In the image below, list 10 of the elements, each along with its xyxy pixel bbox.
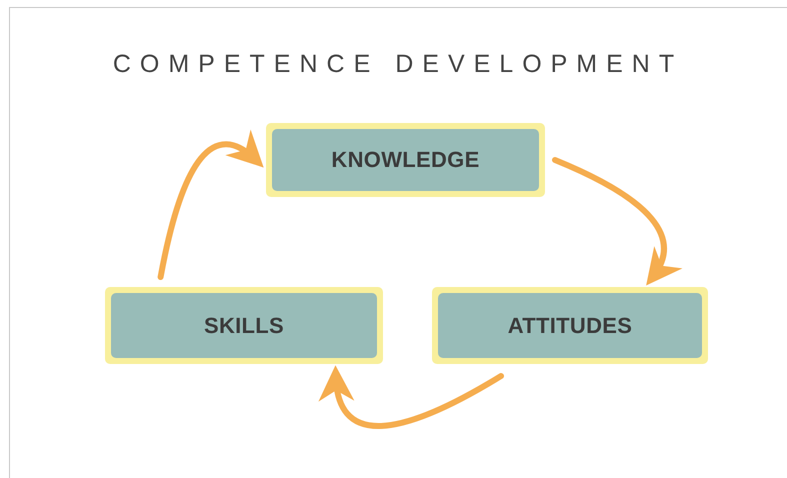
curved-arrow [320,365,504,429]
box-label: KNOWLEDGE [331,147,480,173]
process-box [105,287,383,364]
box-label: SKILLS [204,312,284,338]
curved-arrow [552,157,682,286]
process-box [432,287,708,364]
box-label: ATTITUDES [508,312,632,338]
curved-arrow [158,130,264,280]
title: COMPETENCE DEVELOPMENT [112,50,684,79]
process-box [266,123,545,197]
